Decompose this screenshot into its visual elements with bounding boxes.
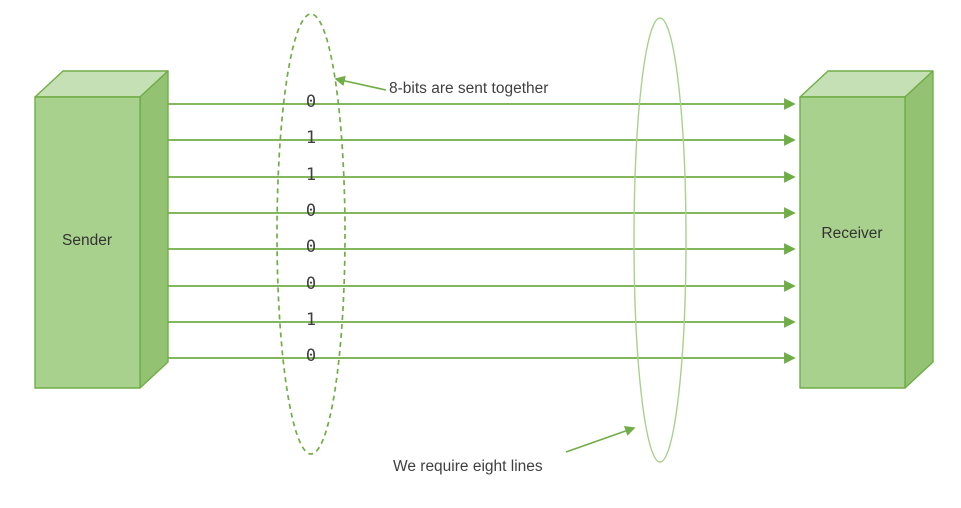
- annotation-top: 8-bits are sent together: [334, 75, 548, 97]
- bit-label-3: 1: [306, 165, 316, 185]
- bit-label-5: 0: [306, 237, 316, 257]
- receiver-label: Receiver: [821, 225, 882, 242]
- annotation-bottom: We require eight lines: [393, 426, 636, 475]
- annotation-top-arrow: [334, 75, 387, 91]
- bit-labels: 0 1 1 0 0 0 1 0: [306, 92, 316, 366]
- wire-group: [150, 98, 796, 364]
- sender-box-front-face: [34, 96, 141, 389]
- bit-label-8: 0: [306, 346, 316, 366]
- bit-label-1: 0: [306, 92, 316, 112]
- annotation-bottom-text: We require eight lines: [393, 458, 543, 475]
- bits-group-ellipse: [276, 13, 346, 455]
- receiver-box-side-face: [904, 70, 934, 389]
- sender-box-side-face: [139, 70, 169, 389]
- bit-label-7: 1: [306, 310, 316, 330]
- receiver-box-front-face: [799, 96, 906, 389]
- receiver-box: Receiver: [799, 70, 934, 389]
- annotation-top-text: 8-bits are sent together: [389, 80, 548, 97]
- bit-label-6: 0: [306, 274, 316, 294]
- annotation-bottom-arrow: [565, 426, 636, 453]
- lines-group-ellipse: [633, 17, 687, 463]
- sender-box: Sender: [34, 70, 169, 389]
- bit-label-2: 1: [306, 128, 316, 148]
- bit-label-4: 0: [306, 201, 316, 221]
- sender-label: Sender: [62, 232, 112, 249]
